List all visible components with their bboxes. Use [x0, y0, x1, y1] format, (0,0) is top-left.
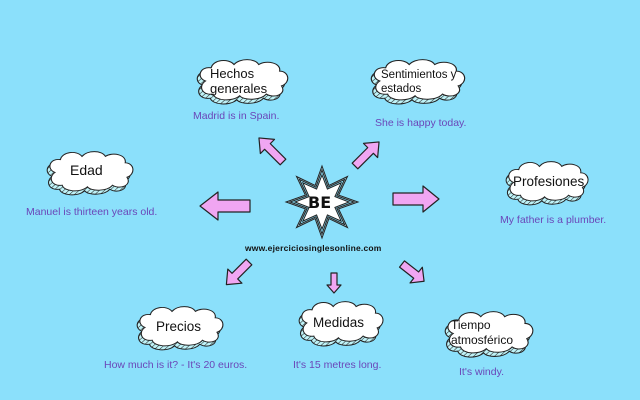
node-example-sentimientos: She is happy today.	[375, 117, 467, 129]
arrows	[199, 137, 440, 294]
node-example-hechos: Madrid is in Spain.	[193, 110, 280, 122]
arrow-medidas	[326, 272, 342, 294]
node-label-sentimientos: Sentimientos y estados	[381, 69, 457, 95]
center-label: BE	[308, 193, 332, 212]
arrow-edad	[199, 191, 251, 221]
arrow-precios	[225, 258, 253, 286]
node-label-medidas: Medidas	[313, 315, 365, 330]
arrow-profesiones	[392, 185, 440, 213]
node-label-hechos: Hechos generales	[210, 66, 268, 96]
node-label-profesiones: Profesiones	[513, 174, 585, 189]
node-example-profesiones: My father is a plumber.	[500, 214, 607, 226]
node-label-tiempo: Tiempo atmosférico	[451, 318, 514, 347]
node-example-tiempo: It's windy.	[459, 366, 504, 378]
center-star	[284, 164, 360, 240]
arrow-tiempo	[398, 260, 425, 284]
arrow-sentimientos	[351, 141, 380, 170]
website-url: www.ejerciciosinglesonline.com	[245, 243, 382, 253]
node-label-precios: Precios	[156, 319, 202, 334]
node-example-precios: How much is it? - It's 20 euros.	[104, 359, 248, 371]
node-label-edad: Edad	[70, 162, 103, 178]
arrow-hechos	[258, 137, 287, 166]
node-example-medidas: It's 15 metres long.	[293, 359, 382, 371]
node-example-edad: Manuel is thirteen years old.	[26, 206, 158, 218]
